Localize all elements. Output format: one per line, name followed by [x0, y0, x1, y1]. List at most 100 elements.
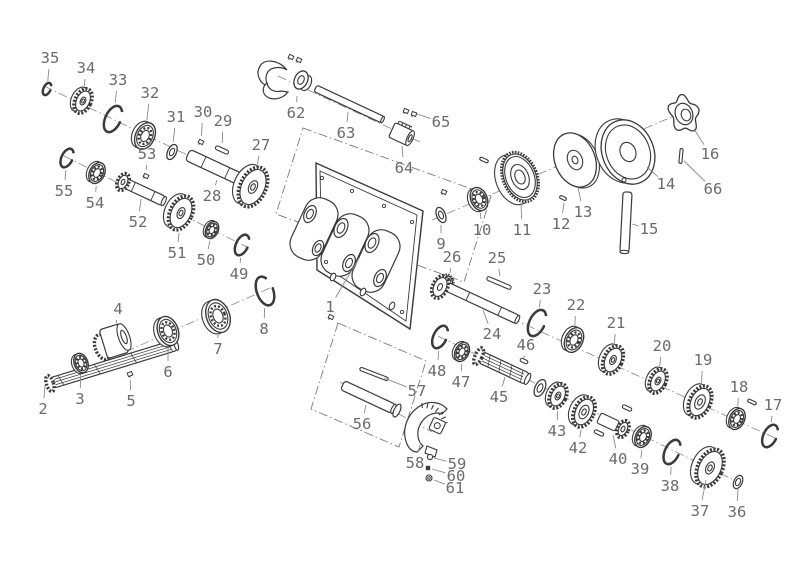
part-label-35: 35 — [41, 49, 60, 67]
part-20 — [644, 366, 669, 395]
part-label-65: 65 — [432, 113, 451, 131]
part-label-43: 43 — [548, 422, 567, 440]
part-22 — [560, 325, 585, 354]
part-25 — [486, 276, 512, 290]
part-label-33: 33 — [109, 71, 128, 89]
part-24 — [429, 273, 521, 325]
part-label-47: 47 — [452, 373, 471, 391]
part-11 — [494, 150, 540, 206]
leader-line-21 — [613, 333, 616, 344]
part-label-29: 29 — [214, 112, 233, 130]
part-46 — [519, 357, 529, 365]
part-3 — [70, 352, 89, 375]
leader-line-35 — [47, 68, 50, 82]
part-35 — [41, 81, 53, 97]
part-label-62: 62 — [287, 104, 306, 122]
part-label-24: 24 — [483, 325, 502, 343]
decor-layer — [287, 53, 757, 437]
part-32 — [130, 120, 157, 151]
part-40 — [596, 412, 631, 440]
part-label-50: 50 — [197, 251, 216, 269]
leader-line-13 — [577, 186, 582, 202]
part-label-8: 8 — [259, 320, 268, 338]
leader-line-32 — [146, 103, 150, 121]
part-9 — [435, 206, 447, 224]
leader-line-25 — [498, 268, 501, 277]
part-2 — [44, 339, 180, 394]
part-label-20: 20 — [653, 337, 672, 355]
leader-line-65 — [416, 113, 431, 119]
part-label-42: 42 — [569, 439, 588, 457]
leader-line-20 — [659, 356, 662, 367]
decor-screw — [440, 188, 448, 196]
leader-line-10 — [479, 212, 482, 220]
part-56 — [340, 381, 402, 418]
leader-line-50 — [207, 240, 211, 250]
leader-line-39 — [640, 449, 643, 459]
leader-line-64 — [401, 145, 404, 158]
leader-line-24 — [482, 309, 489, 324]
part-label-59: 59 — [448, 455, 467, 473]
part-label-10: 10 — [473, 221, 492, 239]
leader-line-66 — [683, 160, 706, 182]
leader-line-57 — [383, 377, 407, 388]
part-label-64: 64 — [395, 159, 414, 177]
part-58 — [404, 401, 448, 458]
leader-line-12 — [562, 202, 565, 214]
leader-line-42 — [579, 429, 582, 438]
part-label-36: 36 — [728, 503, 747, 521]
part-17 — [760, 423, 780, 449]
leader-line-51 — [177, 232, 180, 243]
leader-line-14 — [646, 166, 659, 178]
decor-key — [621, 404, 633, 412]
part-label-34: 34 — [77, 59, 96, 77]
part-label-3: 3 — [75, 390, 84, 408]
part-label-32: 32 — [141, 84, 160, 102]
part-label-40: 40 — [609, 450, 628, 468]
part-label-31: 31 — [167, 108, 186, 126]
part-52 — [114, 171, 167, 207]
part-7 — [201, 298, 232, 335]
leader-line-15 — [631, 223, 639, 227]
decor-key — [593, 429, 605, 437]
part-label-22: 22 — [567, 296, 586, 314]
part-label-16: 16 — [701, 145, 720, 163]
part-60 — [425, 465, 431, 471]
part-1 — [289, 161, 424, 331]
part-label-26: 26 — [443, 248, 462, 266]
leader-line-22 — [574, 315, 576, 326]
leader-line-30 — [200, 122, 203, 137]
part-36 — [732, 474, 744, 490]
part-54 — [85, 160, 106, 185]
part-55 — [59, 147, 75, 169]
phantom-boxes — [275, 127, 492, 448]
leader-line-23 — [538, 299, 541, 308]
part-16 — [667, 93, 700, 132]
part-label-55: 55 — [55, 182, 74, 200]
part-37 — [689, 446, 726, 489]
part-label-1: 1 — [325, 298, 334, 316]
part-label-15: 15 — [640, 220, 659, 238]
decor-screw — [287, 53, 295, 61]
part-label-27: 27 — [252, 136, 271, 154]
leader-line-1 — [335, 257, 360, 298]
part-label-58: 58 — [406, 454, 425, 472]
part-5 — [126, 370, 134, 378]
leader-line-40 — [612, 434, 617, 449]
decor-key — [747, 398, 757, 406]
part-label-37: 37 — [691, 502, 710, 520]
part-14 — [594, 118, 656, 185]
part-59 — [426, 453, 434, 461]
part-label-49: 49 — [230, 265, 249, 283]
parts-layer — [41, 60, 780, 490]
leader-line-2 — [43, 384, 46, 399]
part-49 — [233, 233, 251, 257]
leader-line-27 — [256, 155, 260, 165]
part-label-17: 17 — [764, 396, 783, 414]
part-21 — [597, 343, 626, 376]
part-label-39: 39 — [631, 460, 650, 478]
part-61 — [425, 474, 433, 482]
part-8 — [254, 275, 276, 307]
leader-line-55 — [64, 169, 67, 181]
